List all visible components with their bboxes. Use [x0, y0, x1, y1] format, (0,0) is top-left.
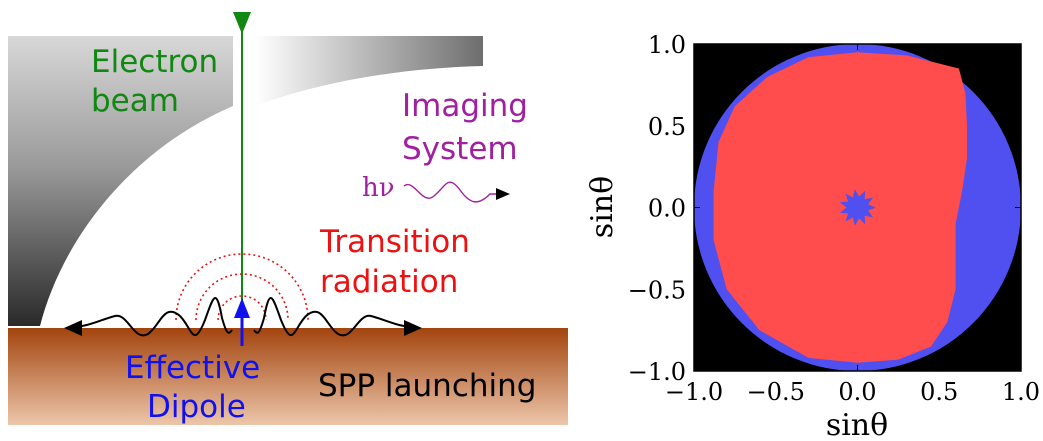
x-tick-label: 1.0	[1002, 378, 1040, 406]
photon-arrowhead	[496, 188, 510, 200]
parabolic-mirror-right	[255, 36, 483, 106]
effective-dipole-label-line1: Effective	[125, 350, 260, 386]
dipole-arrowhead	[234, 298, 250, 318]
spp-left-arrowhead	[64, 320, 82, 336]
x-tick-label: 0.5	[920, 378, 958, 406]
parabolic-mirror	[8, 36, 233, 326]
schematic: Electron beam Imaging System hν Transiti…	[8, 12, 568, 425]
y-tick-label: 0.5	[648, 113, 686, 141]
spp-launching-label: SPP launching	[318, 368, 536, 404]
center-spot	[839, 189, 876, 226]
y-tick-label: 0.0	[648, 195, 686, 223]
transition-radiation-label-line1: Transition	[319, 224, 470, 260]
transition-radiation-waves	[175, 253, 309, 321]
x-tick-label: 0.0	[838, 378, 876, 406]
imaging-system-label-line1: Imaging	[402, 88, 528, 124]
x-tick-label: −1.0	[665, 378, 723, 406]
y-tick-label: 1.0	[648, 31, 686, 59]
spp-wave	[69, 297, 417, 337]
y-tick-label: −0.5	[628, 276, 686, 304]
sample-substrate	[8, 328, 568, 425]
y-tick-label: −1.0	[628, 358, 686, 386]
emission-region	[713, 52, 967, 363]
y-axis-label: sinθ	[585, 176, 620, 238]
electron-beam-arrowhead	[233, 12, 251, 34]
transition-radiation-label-line2: radiation	[320, 264, 458, 300]
spp-right-arrowhead	[404, 320, 422, 336]
plot-content	[694, 44, 1021, 371]
electron-beam-label-line1: Electron	[91, 44, 218, 80]
axis-ticks: −1.0 −0.5 0.0 0.5 1.0 1.0 0.5 0.0 −0.5 −1.0	[628, 31, 1040, 406]
electron-beam-label-line2: beam	[91, 83, 179, 119]
photon-wave	[403, 181, 500, 203]
imaging-system-label-line2: System	[402, 131, 518, 167]
x-axis-label: sinθ	[826, 408, 888, 441]
photon-label: hν	[362, 173, 395, 203]
effective-dipole-label-line2: Dipole	[147, 389, 246, 425]
x-tick-label: −0.5	[747, 378, 805, 406]
